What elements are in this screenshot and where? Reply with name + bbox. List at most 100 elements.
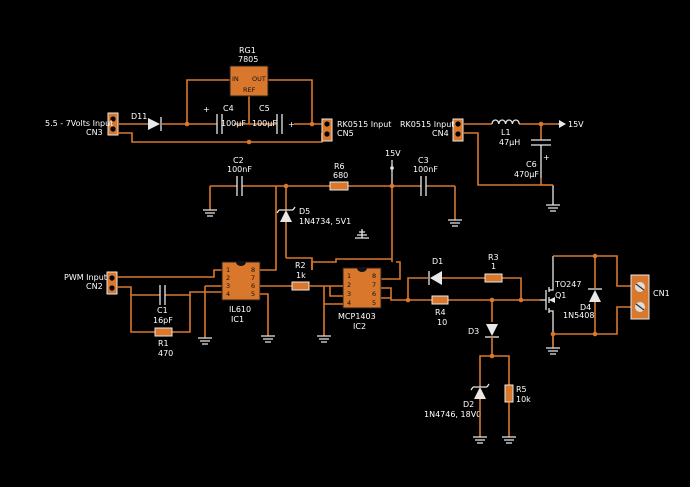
zener-d2[interactable] [470,383,490,399]
capacitor-c4[interactable] [216,114,223,134]
ic2-ref: IC2 [353,322,366,331]
c5-ref: C5 [259,104,270,113]
c5-plus: + [288,120,295,129]
cn5-ref: CN5 [337,129,354,138]
rg1-pin-ref: REF [243,86,256,94]
d5-value: 1N4734, 5V1 [299,217,351,226]
d11-ref: D11 [131,112,147,121]
resistor-r4[interactable] [431,295,449,305]
ic1-pin-5: 5 [251,290,255,298]
connector-cn2[interactable] [106,271,118,295]
r4-ref: R4 [435,308,446,317]
cn4-label: RK0515 Input [400,120,454,129]
ic1-pin-6: 6 [251,282,255,290]
regulator-rg1[interactable] [229,65,269,97]
ic-ic1[interactable] [221,261,261,301]
cn4-ref: CN4 [432,129,449,138]
v15-label-b: 15V [385,149,401,158]
r5-value: 10k [516,395,531,404]
ic2-value: MCP1403 [338,312,376,321]
ic2-pin-6: 6 [372,290,376,298]
zener-d5[interactable] [276,206,296,222]
connector-cn5[interactable] [321,118,333,142]
r3-value: 1 [491,262,496,271]
connector-cn1[interactable] [630,274,650,320]
ic1-pin-3: 3 [226,282,230,290]
resistor-r3[interactable] [484,273,503,283]
diode-d11[interactable] [148,117,162,131]
c3-ref: C3 [418,156,429,165]
resistor-r5[interactable] [504,384,514,403]
ic1-pin-4: 4 [226,290,230,298]
diode-d1[interactable] [428,271,442,285]
r3-ref: R3 [488,253,499,262]
ic2-pin-7: 7 [372,281,376,289]
c2-ref: C2 [233,156,244,165]
ic2-pin-8: 8 [372,272,376,280]
resistor-r1[interactable] [154,327,173,337]
c1-ref: C1 [157,306,168,315]
d2-value: 1N4746, 18V0 [424,410,481,419]
r2-ref: R2 [295,261,306,270]
capacitor-c3[interactable] [420,176,427,196]
c6-ref: C6 [526,160,537,169]
output-section: TO247 Q1 D4 1N5408 CN1 [540,253,670,355]
capacitor-c2[interactable] [236,176,243,196]
input-section: PWM Input CN2 C1 16pF R1 470 1 2 3 4 8 7… [64,186,330,358]
r6-ref: R6 [334,162,345,171]
ic2-pin-5: 5 [372,299,376,307]
mosfet-q1[interactable] [540,256,555,345]
r1-value: 470 [158,349,173,358]
c4-plus: + [203,105,210,114]
d1-ref: D1 [432,257,443,266]
diode-d4[interactable] [588,288,602,302]
cn2-ref: CN2 [86,282,103,291]
ic2-pin-2: 2 [347,281,351,289]
d2-ref: D2 [463,400,474,409]
q1-ref: Q1 [555,291,566,300]
rg1-value: 7805 [238,55,258,64]
driver-section: 1 2 3 4 8 7 6 5 MCP1403 IC2 [311,229,426,343]
c5-value: 100µF [252,119,277,128]
c1-value: 16pF [153,316,173,325]
r2-value: 1k [296,271,306,280]
ic1-value: IL610 [229,305,251,314]
q1-value: TO247 [554,280,581,289]
connector-cn4[interactable] [452,118,464,142]
filter-section: RK0515 Input CN4 L1 47µH + C6 470µF 15V [400,118,584,212]
c6-plus: + [543,153,550,162]
r6-value: 680 [333,171,348,180]
ic1-ref: IC1 [231,315,244,324]
cn5-label: RK0515 Input [337,120,391,129]
ic1-pin-8: 8 [251,266,255,274]
l1-value: 47µH [499,138,520,147]
d4-value: 1N5408 [563,311,594,320]
resistor-r6[interactable] [329,181,349,191]
c6-value: 470µF [514,170,539,179]
rg1-pin-in: IN [232,75,239,83]
diode-d3[interactable] [485,324,499,338]
ic2-pin-1: 1 [347,272,351,280]
ic1-pin-1: 1 [226,266,230,274]
d4-ref: D4 [580,303,591,312]
gate-section: D1 R3 1 R4 10 D3 D2 1N4746, 18V0 R5 [405,253,540,444]
cn2-label: PWM Input [64,273,107,282]
l1-ref: L1 [501,128,511,137]
resistor-r2[interactable] [291,281,310,291]
capacitor-c5[interactable] [276,114,283,134]
capacitor-c6[interactable] [531,139,551,146]
c4-ref: C4 [223,104,234,113]
capacitor-c1[interactable] [159,285,166,305]
cn3-ref: CN3 [86,128,103,137]
c3-value: 100nF [413,165,438,174]
cn1-ref: CN1 [653,289,670,298]
inductor-l1[interactable] [491,119,520,125]
ic1-pin-2: 2 [226,274,230,282]
ic2-pin-4: 4 [347,299,351,307]
c4-value: 100µF [221,119,246,128]
ic1-pin-7: 7 [251,274,255,282]
r5-ref: R5 [516,385,527,394]
cn3-label: 5.5 - 7Volts Input [45,119,113,128]
